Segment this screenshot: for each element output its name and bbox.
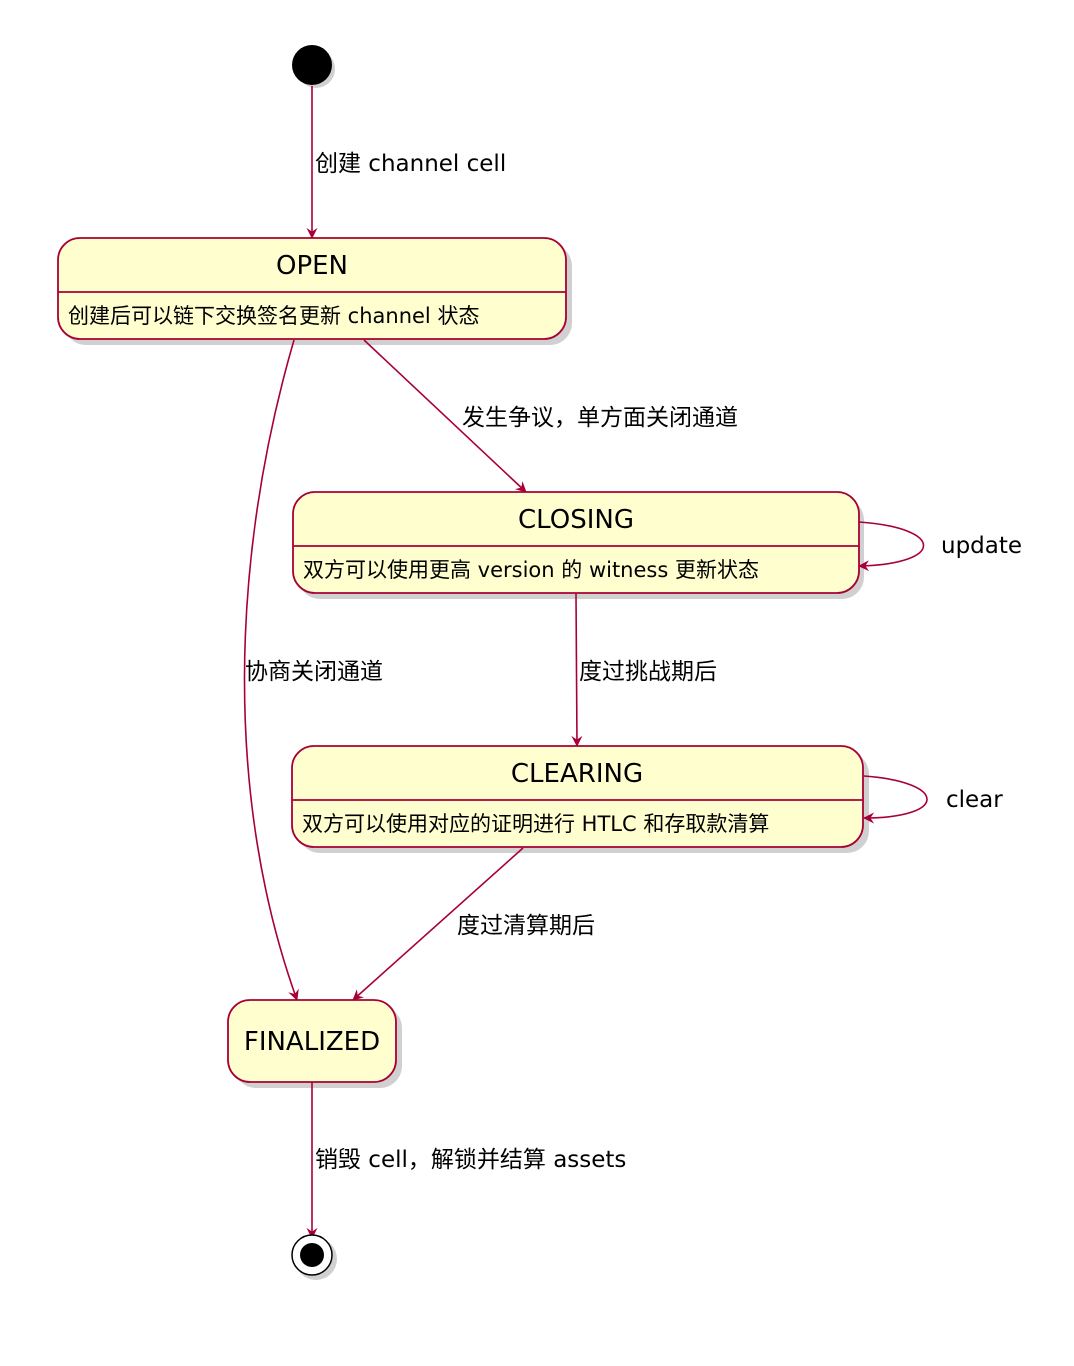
edge-clearing-self: [863, 775, 928, 824]
state-closing: CLOSING 双方可以使用更高 version 的 witness 更新状态: [292, 491, 860, 594]
label-clearing-self: clear: [946, 787, 1003, 813]
state-open-desc: 创建后可以链下交换签名更新 channel 状态: [68, 304, 479, 328]
edge-closing-to-clearing: [571, 593, 583, 747]
label-clearing-to-finalized: 度过清算期后: [457, 913, 595, 939]
state-open: OPEN 创建后可以链下交换签名更新 channel 状态: [57, 237, 567, 340]
state-finalized: FINALIZED: [227, 999, 397, 1083]
state-open-title: OPEN: [276, 251, 348, 281]
state-clearing-title: CLEARING: [511, 759, 643, 789]
label-closing-to-clearing: 度过挑战期后: [579, 659, 717, 685]
state-clearing-desc: 双方可以使用对应的证明进行 HTLC 和存取款清算: [302, 812, 769, 836]
label-start-to-open: 创建 channel cell: [315, 151, 506, 177]
edge-open-to-finalized: [243, 339, 299, 1001]
state-closing-title: CLOSING: [518, 505, 634, 535]
end-node: [291, 1234, 333, 1276]
label-closing-self: update: [941, 533, 1022, 559]
label-open-to-finalized: 协商关闭通道: [245, 659, 383, 685]
label-open-to-closing: 发生争议，单方面关闭通道: [462, 405, 738, 431]
edge-clearing-to-finalized: [352, 847, 524, 1001]
edge-open-to-closing: [363, 339, 527, 493]
state-finalized-title: FINALIZED: [244, 1027, 380, 1057]
edge-closing-self: [858, 521, 925, 572]
state-closing-desc: 双方可以使用更高 version 的 witness 更新状态: [303, 558, 759, 582]
label-finalized-to-end: 销毁 cell，解锁并结算 assets: [315, 1147, 626, 1173]
start-node: [292, 45, 332, 85]
state-clearing: CLEARING 双方可以使用对应的证明进行 HTLC 和存取款清算: [291, 745, 864, 848]
